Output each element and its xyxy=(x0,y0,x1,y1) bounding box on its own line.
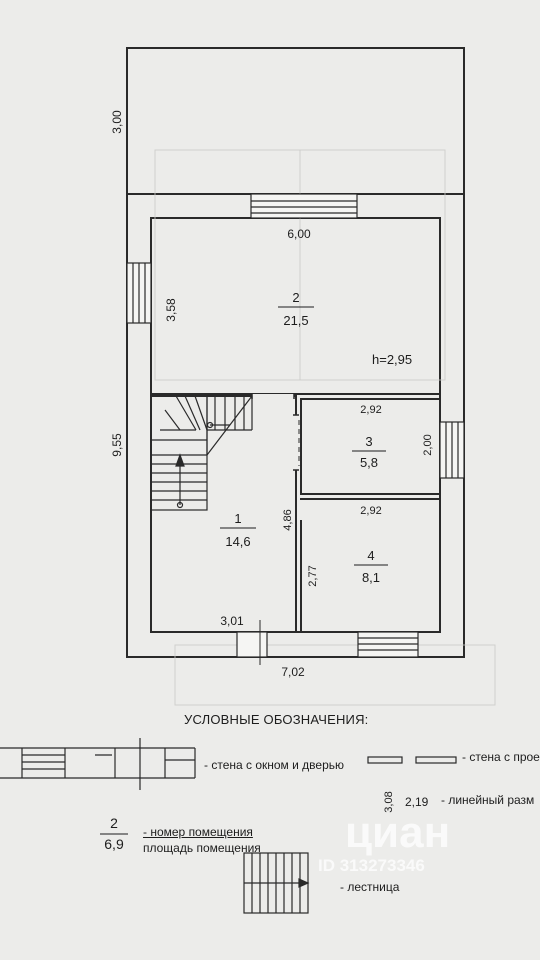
room-4-area: 8,1 xyxy=(362,570,380,585)
top-block-outline xyxy=(126,47,465,195)
room-4-number: 4 xyxy=(367,548,374,563)
dim-room2-width: 6,00 xyxy=(287,227,311,241)
dim-top-block: 3,00 xyxy=(110,110,124,134)
legend-stairs-symbol xyxy=(243,852,310,914)
legend-room-number-label: - номер помещения xyxy=(143,825,253,839)
legend-wall-symbol xyxy=(0,738,196,790)
window-left xyxy=(126,262,152,324)
dim-room4-depth: 2,77 xyxy=(307,565,319,586)
room-1-area: 14,6 xyxy=(225,534,250,549)
watermark-id: ID 313273346 xyxy=(318,856,425,875)
legend-linear-dim-label: - линейный разм xyxy=(441,793,535,807)
legend-room-example-area: 6,9 xyxy=(104,836,124,852)
legend-dim-value-b: 2,19 xyxy=(405,795,429,809)
dim-hall-width: 3,01 xyxy=(220,614,244,628)
legend-dim-value-a: 3,08 xyxy=(383,791,395,812)
watermark-brand: циан xyxy=(345,808,451,857)
room-2-number: 2 xyxy=(292,290,299,305)
legend-wall-label: - стена с окном и дверью xyxy=(204,758,345,772)
legend-title: УСЛОВНЫЕ ОБОЗНАЧЕНИЯ: xyxy=(184,712,369,727)
dim-room3-depth: 2,00 xyxy=(422,434,434,455)
entrance-door xyxy=(236,631,268,658)
room-2-area: 21,5 xyxy=(283,313,308,328)
dim-left-total: 9,55 xyxy=(110,433,124,457)
legend-room-example-number: 2 xyxy=(110,815,118,831)
room-3-number: 3 xyxy=(365,434,372,449)
legend-stairs-label: - лестница xyxy=(340,880,400,894)
room-2-outline xyxy=(150,217,441,395)
dim-height: h=2,95 xyxy=(372,352,412,367)
dim-room3-width: 2,92 xyxy=(360,404,381,416)
legend-room-area-label: площадь помещения xyxy=(143,841,261,855)
legend-opening-label: - стена с прое xyxy=(462,750,540,764)
staircase xyxy=(150,395,253,511)
window-right xyxy=(439,421,465,479)
room-1-number: 1 xyxy=(234,511,241,526)
legend-opening-symbol xyxy=(367,756,457,764)
dim-room4-width: 2,92 xyxy=(360,505,381,517)
dim-room2-depth: 3,58 xyxy=(164,298,178,322)
room-3-area: 5,8 xyxy=(360,455,378,470)
window-bottom xyxy=(357,631,419,658)
dim-total-width: 7,02 xyxy=(281,665,305,679)
dim-hall-depth: 4,86 xyxy=(282,509,294,530)
window-door-top xyxy=(250,193,358,219)
